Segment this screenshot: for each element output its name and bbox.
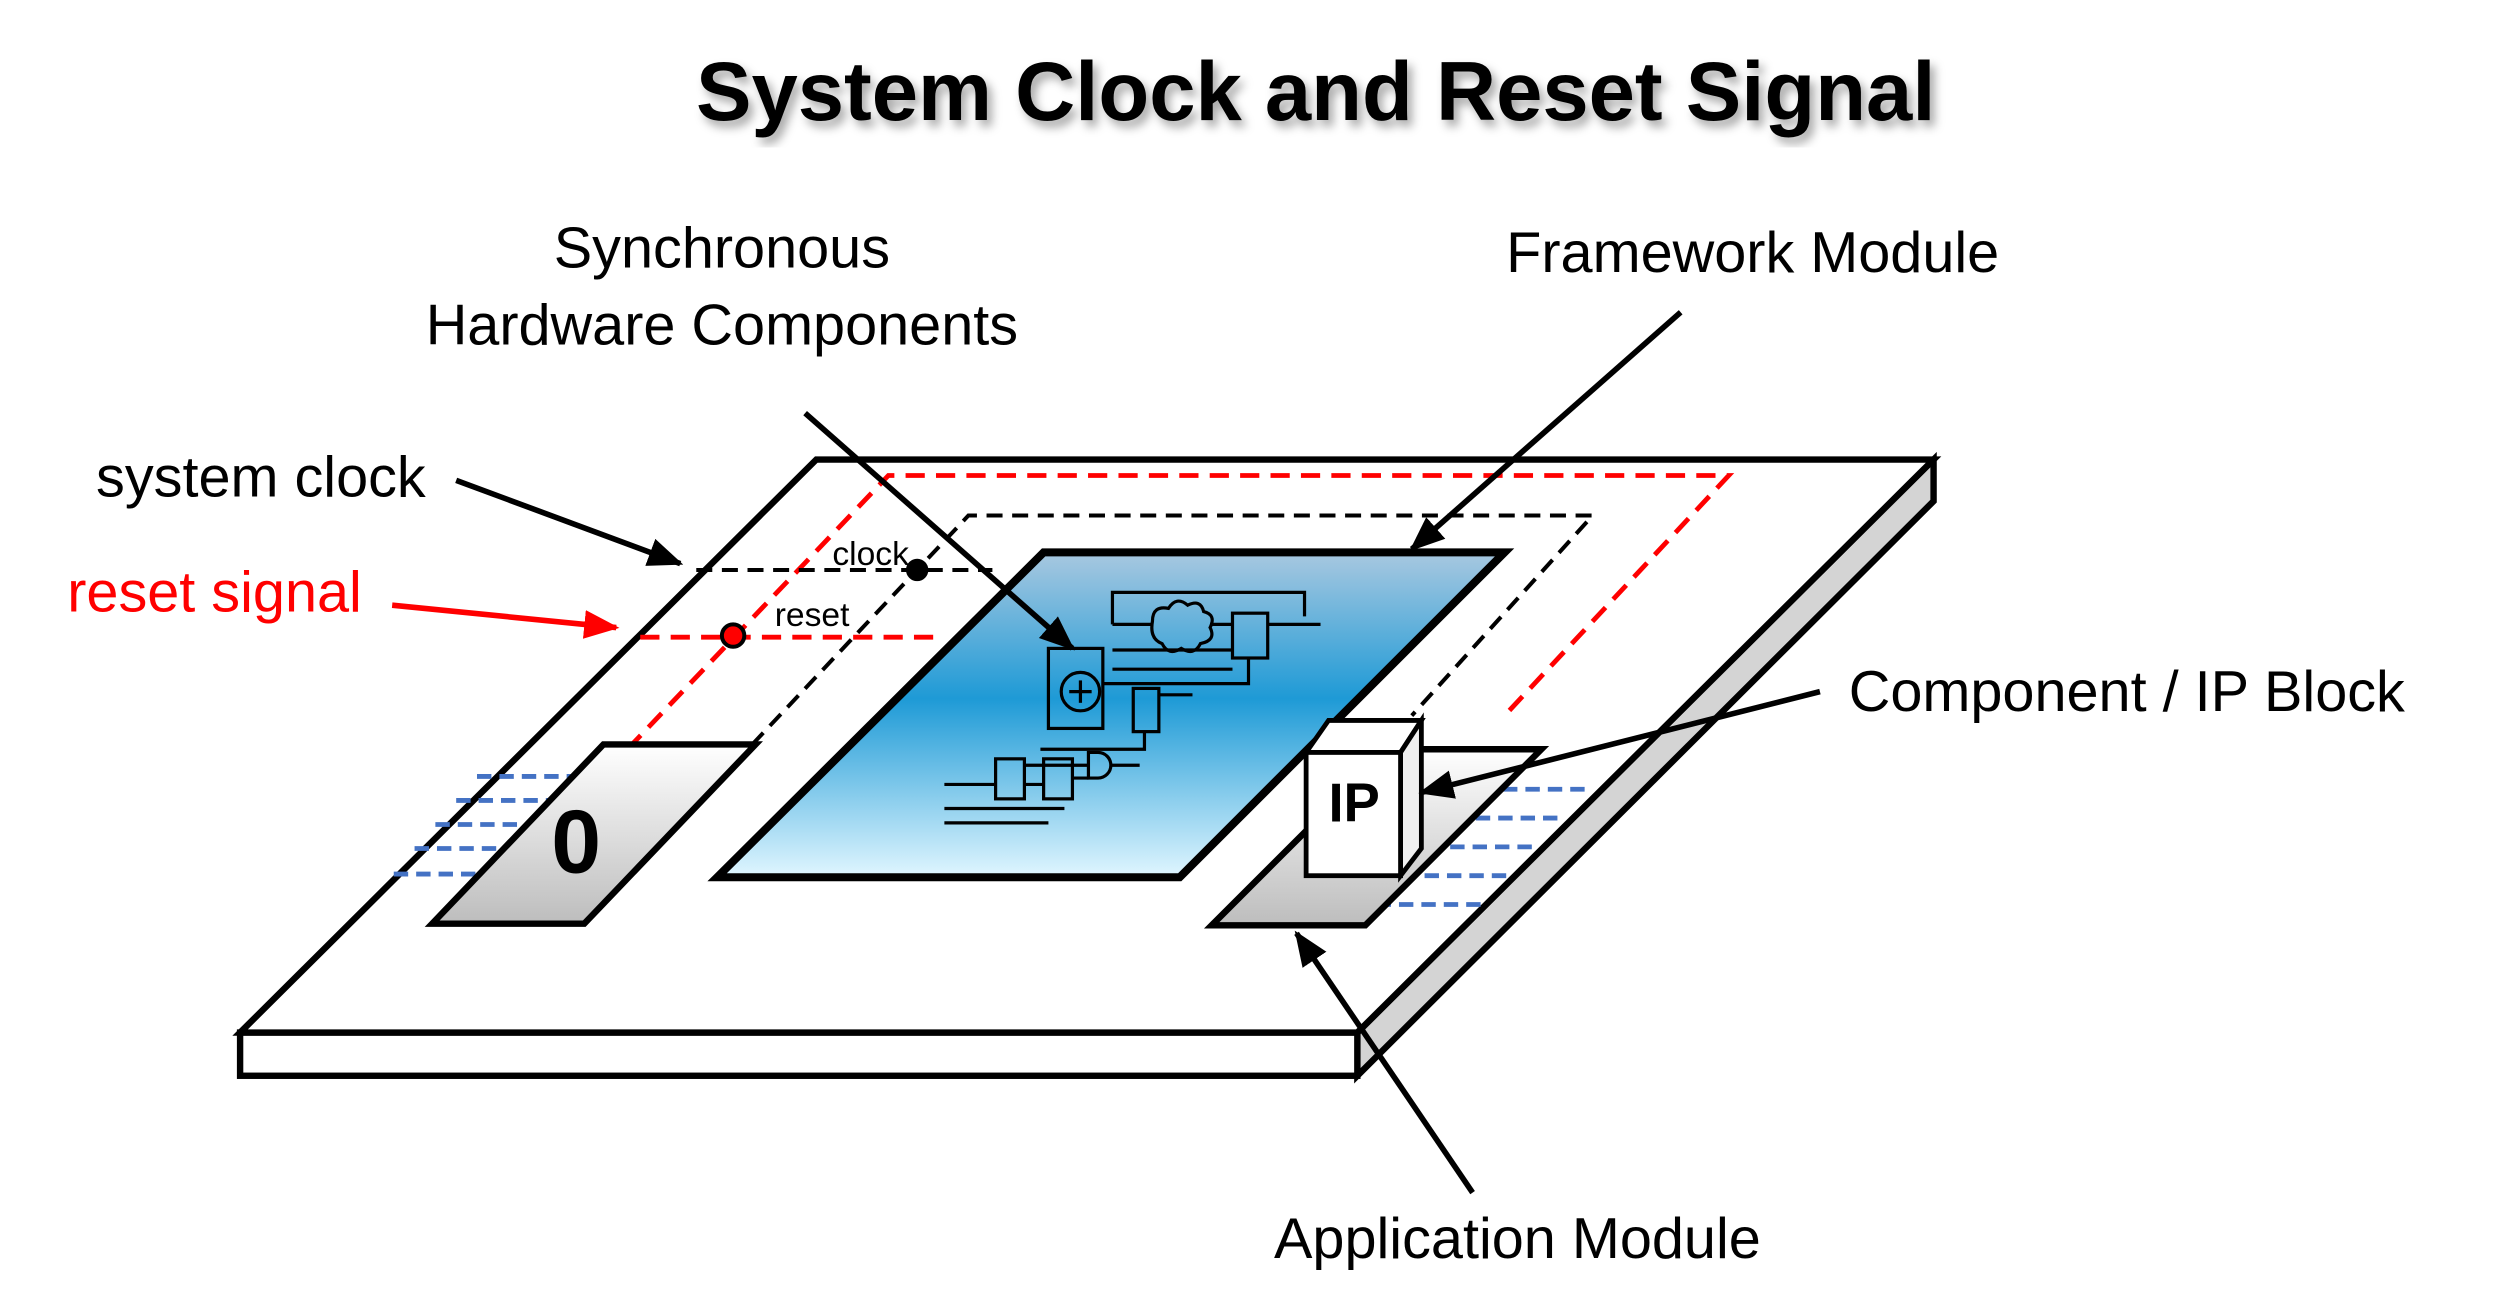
label-application-module: Application Module: [1274, 1207, 1761, 1271]
label-system-clock: system clock: [96, 445, 426, 509]
clock-node: [905, 558, 929, 582]
clock-label: clock: [832, 536, 909, 573]
label-reset-signal: reset signal: [67, 561, 362, 625]
arrow-framework-module: [1409, 310, 1683, 552]
arrow-system-clock: [455, 477, 684, 567]
arrow-reset-signal: [391, 602, 620, 639]
ip-block: IP: [1301, 712, 1426, 883]
callout-arrows: [391, 310, 1821, 1195]
io-lines-left: [393, 774, 580, 877]
zero-pad-label: 0: [551, 791, 601, 891]
circuit-schematic: [944, 590, 1321, 825]
board-front-face: [236, 1029, 1361, 1079]
reset-node: [719, 622, 747, 649]
reset-label: reset: [775, 597, 850, 634]
synchronous-component-block: [707, 548, 1515, 882]
label-component-ip-block: Component / IP Block: [1849, 660, 2405, 724]
reset-network: [625, 473, 1735, 751]
arrow-sync-components: [803, 411, 1075, 651]
arrow-component-ip: [1418, 688, 1821, 799]
io-lines-right: [1376, 786, 1593, 907]
page-title: System Clock and Reset Signal: [696, 45, 1935, 138]
clock-network: [696, 513, 1598, 746]
arrow-application-module: [1294, 930, 1475, 1195]
label-framework-module: Framework Module: [1506, 221, 1999, 285]
ip-label: IP: [1328, 772, 1379, 833]
label-hardware-components: Hardware Components: [426, 293, 1018, 357]
zero-pad: [424, 741, 763, 927]
label-synchronous: Synchronous: [554, 216, 890, 280]
